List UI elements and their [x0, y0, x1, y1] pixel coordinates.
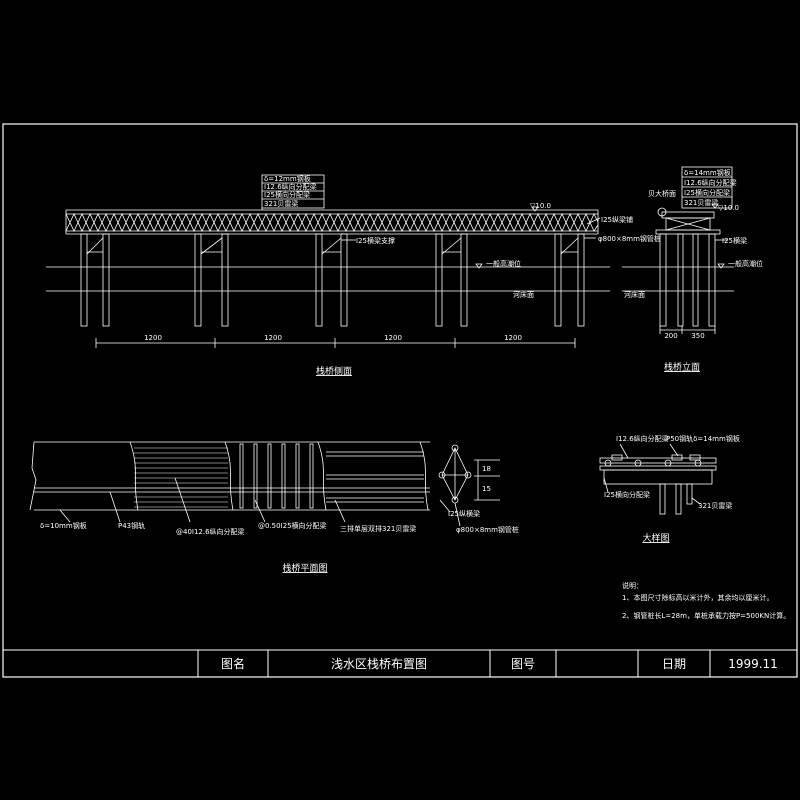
- elevation-layer-1: δ=12mm钢板: [264, 174, 311, 183]
- elevation-view: [46, 174, 610, 348]
- notes-heading: 说明：: [622, 581, 643, 590]
- detail-label-bailey: 321贝雷梁: [698, 501, 732, 510]
- section-layer-2: I12.6纵向分配梁: [684, 178, 737, 187]
- detail-label-longitudinal: I12.6纵向分配梁: [616, 434, 669, 443]
- elevation-pile-label: φ800×8mm钢管桩: [598, 234, 661, 243]
- elevation-span-4: 1200: [504, 334, 522, 342]
- titleblock-name-label: 图名: [221, 656, 245, 671]
- elevation-span-1: 1200: [144, 334, 162, 342]
- plan-label-transverse: @0.50I25横向分配梁: [258, 521, 327, 530]
- transverse-beams: [239, 443, 314, 509]
- elevation-caption: 栈桥侧面: [316, 365, 352, 377]
- elevation-span-3: 1200: [384, 334, 402, 342]
- section-view: [622, 166, 734, 334]
- plate-hatch: [134, 447, 228, 508]
- plan-label-plate: δ=10mm钢板: [40, 521, 87, 530]
- titleblock-date-value: 1999.11: [728, 657, 778, 671]
- detail-view: [599, 443, 717, 515]
- titleblock-dividers: [197, 650, 711, 677]
- elevation-layer-4: 321贝雷梁: [264, 199, 298, 208]
- section-brace-label: I25横梁: [722, 236, 747, 245]
- plan-dim-1: 18: [482, 465, 491, 473]
- notes-item-2: 2、钢管桩长L=28m，单桩承载力按P=500KN计算。: [622, 611, 790, 620]
- pile-group: [80, 233, 585, 327]
- section-title-label: 贝大桥面: [648, 189, 676, 198]
- elevation-span-2: 1200: [264, 334, 282, 342]
- section-caption: 栈桥立面: [664, 361, 700, 373]
- plan-caption: 栈桥平面图: [282, 562, 327, 574]
- elevation-brace-label: I25横梁支撑: [356, 236, 395, 245]
- titleblock-name-value: 浅水区栈桥布置图: [331, 656, 427, 671]
- section-water-label: 一般高潮位: [728, 259, 763, 268]
- detail-caption: 大样图: [642, 532, 669, 544]
- section-layer-3: I25横向分配梁: [684, 188, 730, 197]
- pile-braces: [86, 237, 579, 255]
- plan-label-rail: P43钢轨: [118, 521, 145, 530]
- section-riverbed-label: 河床面: [624, 290, 645, 299]
- plan-label-beam: I25纵横梁: [448, 509, 480, 518]
- elevation-water-label: 一般高潮位: [486, 259, 521, 268]
- detail-label-transverse: I25横向分配梁: [604, 490, 650, 499]
- plan-label-longitudinal: @40I12.6纵向分配梁: [176, 527, 245, 536]
- notes-item-1: 1、本图尺寸除标高以米计外，其余均以厘米计。: [622, 593, 773, 602]
- plan-dim-2: 15: [482, 485, 491, 493]
- sheet-border: [2, 123, 798, 678]
- section-layer-4: 321贝雷梁: [684, 198, 718, 207]
- section-dim-left: 200: [664, 332, 677, 340]
- titleblock-date-label: 日期: [662, 657, 686, 671]
- elevation-layer-2: I12.6纵向分配梁: [264, 182, 317, 191]
- section-dim-right: 350: [691, 332, 704, 340]
- elevation-bracket-label: I25纵梁铺: [601, 215, 633, 224]
- section-level-top: ▽10.0: [718, 204, 739, 212]
- truss-web: [65, 213, 599, 232]
- detail-label-rail: P50钢轨δ=14mm钢板: [666, 434, 740, 443]
- plan-label-bailey: 三排单层双排321贝雷梁: [340, 524, 416, 533]
- plan-label-pile: φ800×8mm钢管桩: [456, 525, 519, 534]
- elevation-level-top: ▽10.0: [530, 202, 551, 210]
- section-layer-1: δ=14mm钢板: [684, 168, 731, 177]
- elevation-layer-3: I25横向分配梁: [264, 190, 310, 199]
- titleblock-number-label: 图号: [511, 657, 535, 671]
- elevation-riverbed-label: 河床面: [513, 290, 534, 299]
- plan-view: [29, 441, 500, 527]
